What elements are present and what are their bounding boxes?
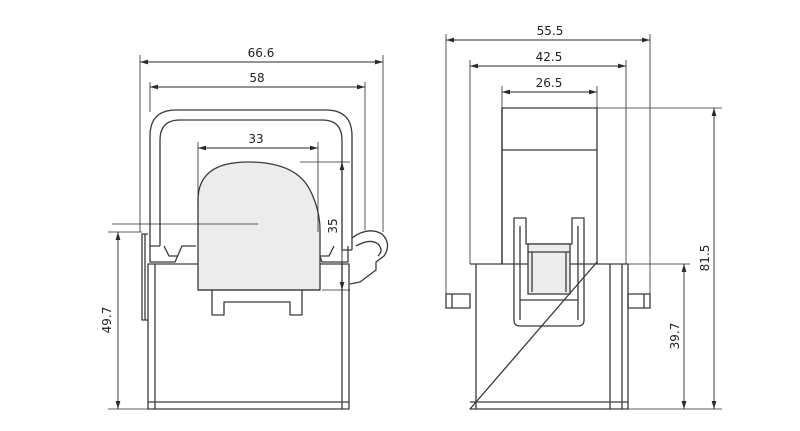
dim-label-33: 33 [248,132,263,146]
dim-label-35: 35 [326,218,340,233]
dim-side-overall-width: 55.5 [445,24,651,294]
dim-front-inner-width: 58 [149,71,366,230]
dim-front-window-height: 35 [300,161,350,291]
dim-side-top-width: 26.5 [501,76,598,108]
side-view: 55.5 42.5 26.5 81.5 39.7 [445,24,722,410]
dim-side-mid-width: 42.5 [469,50,627,264]
dim-side-lower-height: 39.7 [628,263,690,409]
front-left-hook [141,233,148,321]
dim-label-49-7: 49.7 [100,307,114,334]
dim-label-26-5: 26.5 [536,76,563,90]
front-latch-tab [349,230,389,285]
side-lugs [445,293,651,309]
dim-label-81-5: 81.5 [698,245,712,272]
side-latch [513,217,585,327]
front-view: 66.6 58 33 35 49.7 [100,46,389,410]
dim-front-side-height: 49.7 [100,231,148,410]
side-lower-body [469,261,629,410]
side-upper-block [501,107,598,265]
dim-label-42-5: 42.5 [536,50,563,64]
dim-side-overall-height: 81.5 [597,107,722,410]
dim-label-66-6: 66.6 [248,46,275,60]
front-core-window [112,161,321,316]
dim-front-window-width: 33 [197,132,319,232]
dim-label-55-5: 55.5 [537,24,564,38]
front-clip [149,109,353,263]
dim-label-58: 58 [249,71,264,85]
dim-front-overall-width: 66.6 [139,46,384,232]
dim-label-39-7: 39.7 [668,323,682,350]
